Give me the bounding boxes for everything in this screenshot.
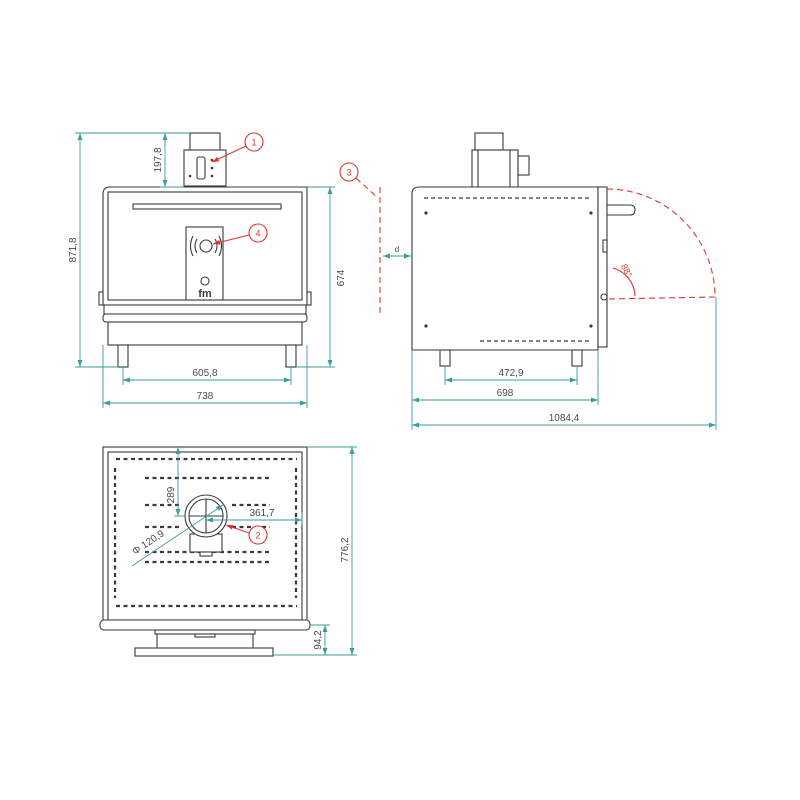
top-view: 289 361,7 Φ 120,9 776,2 94,2 2 bbox=[99, 446, 357, 657]
side-fan-motor-top bbox=[474, 132, 504, 151]
side-door bbox=[597, 186, 608, 348]
label-body-height: 674 bbox=[336, 269, 347, 286]
base-plate bbox=[134, 647, 274, 657]
brand-logo: fm bbox=[198, 288, 212, 300]
side-fan-outlet bbox=[517, 155, 530, 176]
callout-number: 3 bbox=[346, 168, 351, 178]
door-hinge bbox=[602, 239, 608, 253]
door-pivot bbox=[600, 293, 608, 301]
front-dimensions: 871,8 197,8 674 605,8 738 bbox=[68, 132, 347, 408]
callout-1: 1 bbox=[211, 132, 264, 163]
label-depth: 698 bbox=[497, 388, 514, 399]
door-swing: 88° bbox=[606, 188, 716, 300]
callout-number: 4 bbox=[255, 229, 260, 239]
front-tray bbox=[102, 313, 308, 323]
door-swing-arc bbox=[606, 188, 716, 298]
signal-wave-icon bbox=[189, 235, 223, 257]
front-view: fm 871,8 197,8 674 605,8 738 bbox=[68, 132, 347, 408]
callout-leader bbox=[212, 234, 250, 245]
callout-leader bbox=[355, 177, 379, 199]
label-wall-clearance: d bbox=[395, 245, 399, 254]
callout-number: 2 bbox=[255, 531, 260, 541]
fan-housing-dot bbox=[210, 174, 214, 178]
side-body bbox=[411, 186, 599, 351]
callout-circle bbox=[248, 525, 268, 545]
callout-leader bbox=[225, 524, 250, 534]
side-fan-housing bbox=[471, 149, 519, 188]
front-left-foot bbox=[117, 344, 129, 368]
front-right-foot bbox=[285, 344, 297, 368]
flue-tab bbox=[199, 551, 213, 557]
label-feet-spacing: 605,8 bbox=[192, 368, 217, 379]
label-flue-offset-front: 289 bbox=[166, 486, 177, 503]
top-front-strip bbox=[99, 619, 311, 631]
callout-2: 2 bbox=[225, 524, 268, 545]
label-door-angle: 88° bbox=[619, 262, 634, 279]
label-total-depth: 776,2 bbox=[340, 537, 351, 562]
label-width: 738 bbox=[197, 391, 214, 402]
mounting-bar bbox=[154, 629, 256, 635]
front-left-flare bbox=[98, 291, 104, 306]
callout-circle bbox=[244, 132, 264, 152]
callout-4: 4 bbox=[212, 223, 268, 245]
label-total-height: 871,8 bbox=[68, 237, 79, 262]
front-top-slot bbox=[132, 203, 282, 210]
control-panel: fm bbox=[185, 226, 224, 301]
fan-motor-top bbox=[189, 132, 221, 151]
fan-motor bbox=[183, 132, 227, 187]
side-dimensions: d 472,9 698 1084,4 bbox=[383, 245, 717, 430]
dimension-flue-diameter bbox=[131, 504, 224, 567]
screw bbox=[589, 324, 593, 328]
front-lower-body bbox=[107, 321, 303, 346]
callout-3: 3 bbox=[339, 162, 381, 315]
mounting-tab bbox=[194, 633, 216, 638]
screw bbox=[424, 324, 428, 328]
fan-housing-slot bbox=[196, 156, 206, 180]
vent-slots bbox=[113, 457, 298, 608]
callout-number: 1 bbox=[251, 138, 256, 148]
flue-outlet bbox=[184, 494, 228, 557]
screw bbox=[424, 211, 428, 215]
label-base-height: 94,2 bbox=[313, 630, 324, 650]
door-angle-arc bbox=[612, 267, 636, 297]
fan-housing-dot bbox=[210, 166, 214, 170]
callout-leader bbox=[211, 145, 247, 163]
logo-leaf-icon bbox=[200, 276, 210, 286]
label-depth-door-open: 1084,4 bbox=[549, 413, 580, 424]
fan-housing-dot bbox=[188, 174, 192, 178]
side-rear-foot bbox=[571, 349, 583, 367]
screw bbox=[589, 211, 593, 215]
label-fan-height: 197,8 bbox=[153, 147, 164, 172]
label-side-feet-spacing: 472,9 bbox=[498, 368, 523, 379]
callout-circle bbox=[248, 223, 268, 243]
control-knob bbox=[199, 239, 213, 253]
callout-circle bbox=[339, 162, 359, 182]
door-handle bbox=[606, 204, 636, 216]
door-open-position bbox=[606, 296, 716, 300]
side-front-foot bbox=[439, 349, 451, 367]
front-lower-strip bbox=[103, 304, 307, 315]
side-fan-motor bbox=[471, 132, 530, 188]
front-right-flare bbox=[306, 291, 312, 306]
label-flue-offset-side: 361,7 bbox=[249, 508, 274, 519]
side-view: 88° 3 d 472,9 698 1084,4 bbox=[339, 132, 717, 430]
fan-housing-dot bbox=[210, 158, 214, 162]
